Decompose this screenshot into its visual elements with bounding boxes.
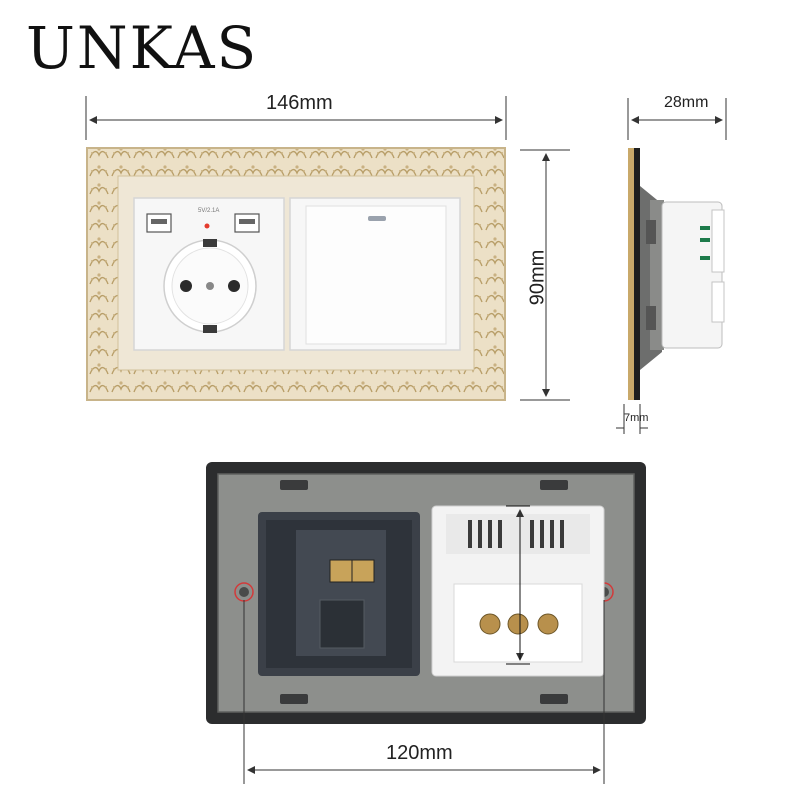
back-view xyxy=(206,462,646,724)
width-dimension-line xyxy=(85,96,507,140)
box-height-line xyxy=(506,505,530,665)
depth-dimension-label: 28mm xyxy=(664,94,709,111)
brand-logo: UNKAS xyxy=(26,14,259,82)
socket-module xyxy=(133,197,285,351)
socket-mechanism xyxy=(431,505,605,677)
switch-mechanism xyxy=(258,512,420,676)
plate-thickness-line xyxy=(616,404,648,434)
width-dimension-label: 146mm xyxy=(266,92,333,114)
height-dimension-line xyxy=(520,149,570,401)
mount-width-line xyxy=(243,600,605,784)
indicator-led xyxy=(204,223,210,229)
front-view-panel: 5V/2.1A xyxy=(86,147,506,401)
usb-spec-label: 5V/2.1A xyxy=(198,208,219,214)
side-view xyxy=(628,148,725,400)
depth-dimension-line xyxy=(627,98,727,140)
switch-indicator xyxy=(368,216,386,221)
mount-width-label: 120mm xyxy=(386,742,453,764)
switch-module xyxy=(289,197,461,351)
plate-thickness-label: 7mm xyxy=(624,412,649,424)
